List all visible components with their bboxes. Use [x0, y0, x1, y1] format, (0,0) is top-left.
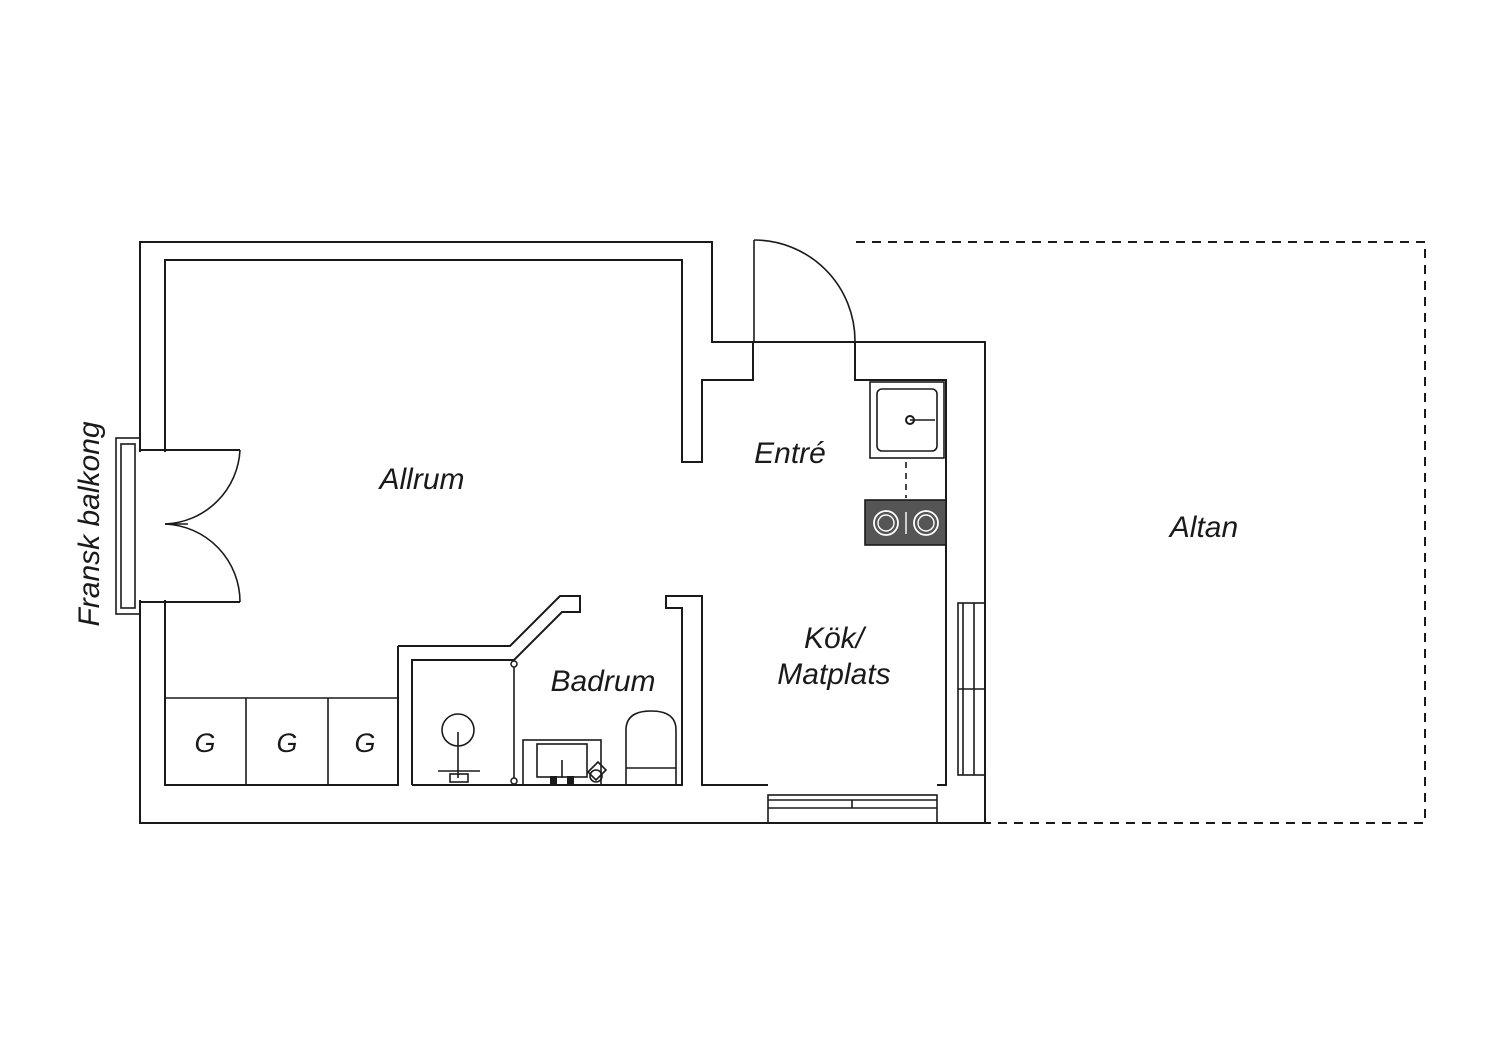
stove-icon — [864, 499, 947, 546]
room-label-entre: Entré — [754, 437, 826, 470]
wardrobe-label: G — [354, 728, 375, 758]
outer-walls — [139, 241, 986, 824]
room-label-altan: Altan — [1168, 511, 1238, 544]
sink-icon — [869, 381, 945, 498]
door-swing-icon — [164, 449, 241, 525]
entrance-door — [713, 238, 856, 342]
french-balcony — [115, 437, 241, 615]
altan-outline — [712, 241, 1426, 824]
room-label-allrum: Allrum — [377, 463, 464, 496]
room-label-kok-line2: Matplats — [777, 658, 890, 691]
balcony-label: Fransk balkong — [73, 421, 106, 626]
wardrobe-label: G — [194, 728, 215, 758]
inner-walls — [164, 259, 947, 786]
wardrobes — [165, 697, 398, 785]
washbasin-icon — [522, 739, 608, 786]
kitchen-window-right — [957, 602, 986, 776]
room-label-badrum: Badrum — [550, 665, 655, 698]
labels: Allrum Entré Altan Kök/ Matplats Badrum … — [73, 421, 1238, 758]
wardrobe-label: G — [276, 728, 297, 758]
shower-icon — [438, 660, 518, 785]
kitchen-window-bottom — [767, 794, 938, 824]
toilet-icon — [625, 710, 677, 785]
room-label-kok-line1: Kök/ — [804, 622, 867, 655]
